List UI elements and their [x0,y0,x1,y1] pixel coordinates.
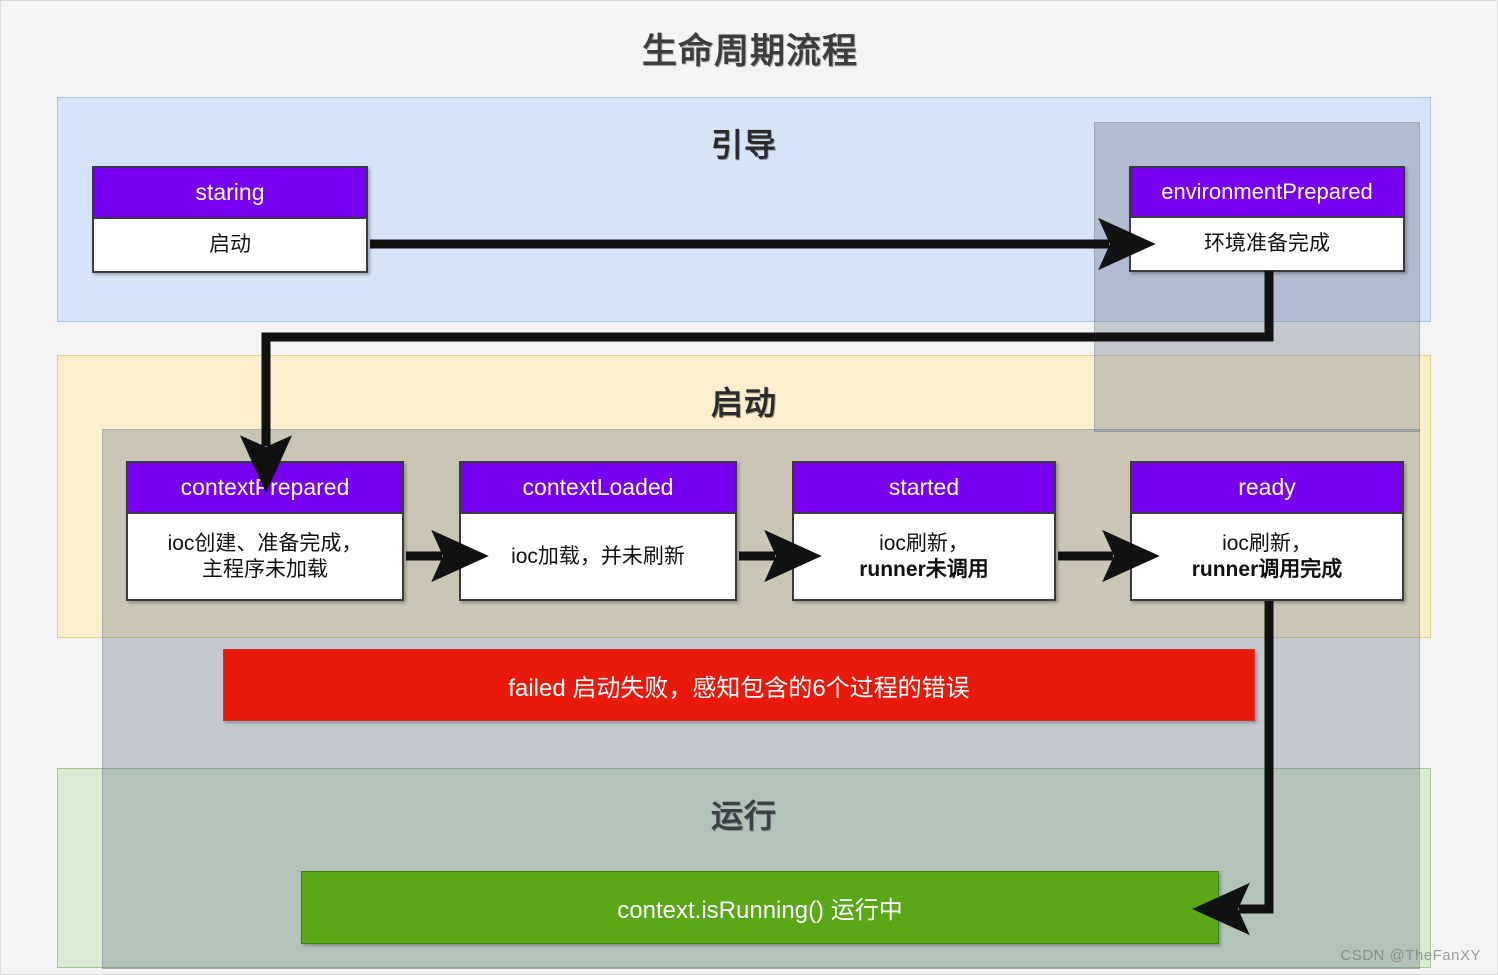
event-box-started[interactable]: started ioc刷新， runner未调用 [792,461,1056,601]
event-desc-started: ioc刷新， runner未调用 [794,514,1054,599]
event-name-ready: ready [1132,463,1402,514]
event-box-ready[interactable]: ready ioc刷新， runner调用完成 [1130,461,1404,601]
event-desc-line2: runner未调用 [859,557,989,581]
event-desc-line2: runner调用完成 [1191,557,1343,581]
status-bar-failed-label: failed 启动失败，感知包含的6个过程的错误 [508,674,970,702]
status-bar-running-label: context.isRunning() 运行中 [617,897,903,924]
event-box-environment-prepared[interactable]: environmentPrepared 环境准备完成 [1129,166,1405,272]
event-desc-environment-prepared: 环境准备完成 [1131,218,1403,270]
event-name-environment-prepared: environmentPrepared [1131,168,1403,218]
event-desc-line1: ioc刷新， [879,531,969,555]
event-desc-line2: 主程序未加载 [201,557,328,581]
phase-label-run: 运行 [710,798,777,834]
event-name-context-prepared: contextPrepared [128,463,402,514]
event-box-staring[interactable]: staring 启动 [92,166,368,273]
phase-label-boot: 引导 [710,127,777,163]
page-title: 生命周期流程 [641,32,858,71]
event-desc-line1: ioc创建、准备完成， [167,531,363,555]
event-name-staring: staring [94,168,366,219]
event-desc-context-loaded: ioc加载，并未刷新 [461,514,735,599]
event-desc-line1: ioc刷新， [1222,531,1312,555]
event-box-context-prepared[interactable]: contextPrepared ioc创建、准备完成， 主程序未加载 [126,461,404,601]
event-desc-staring: 启动 [94,219,366,271]
status-bar-running[interactable]: context.isRunning() 运行中 [301,871,1219,944]
event-name-started: started [794,463,1054,514]
event-name-context-loaded: contextLoaded [461,463,735,514]
watermark: CSDN @TheFanXY [1340,947,1481,964]
event-desc-ready: ioc刷新， runner调用完成 [1132,514,1402,599]
status-bar-failed[interactable]: failed 启动失败，感知包含的6个过程的错误 [223,649,1255,721]
event-box-context-loaded[interactable]: contextLoaded ioc加载，并未刷新 [459,461,737,601]
event-desc-context-prepared: ioc创建、准备完成， 主程序未加载 [128,514,402,599]
